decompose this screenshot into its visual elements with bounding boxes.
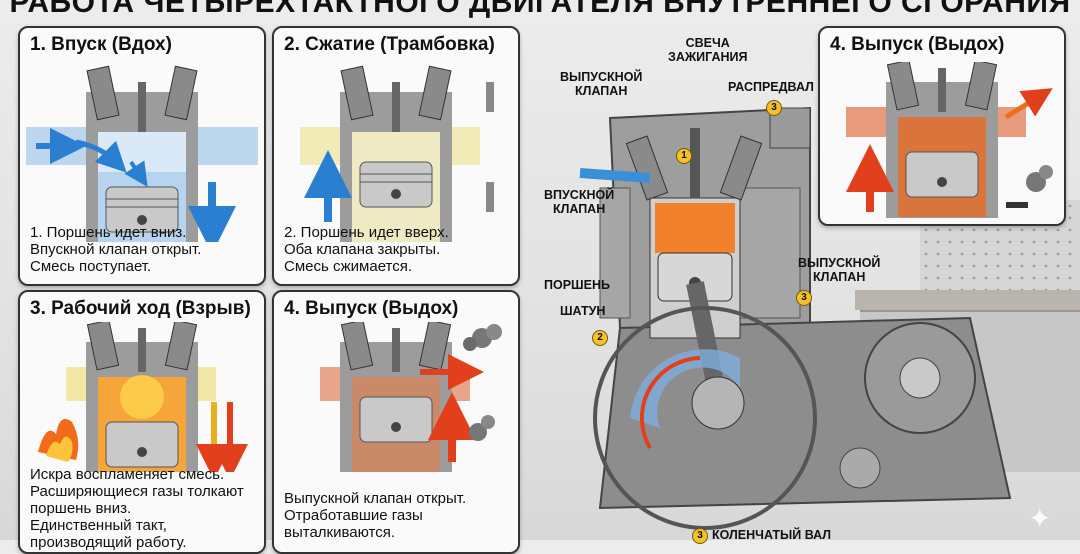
page-title: РАБОТА ЧЕТЫРЕХТАКТНОГО ДВИГАТЕЛЯ ВНУТРЕН…	[9, 0, 1071, 19]
intake-illustration	[26, 65, 258, 242]
desc-line: Искра воспламеняет смесь.	[30, 466, 225, 483]
desc-line: Единственный такт,	[30, 517, 167, 534]
exhaust-right-illustration	[846, 62, 1053, 218]
desc-line: Выпускной клапан открыт.	[284, 490, 467, 507]
label-crankshaft: КОЛЕНЧАТЫЙ ВАЛ	[712, 528, 832, 542]
desc-line: выталкиваются.	[284, 524, 396, 541]
panel-heading: 4. Выпуск (Выдох)	[830, 34, 1005, 55]
label-line: ВЫПУСКНОЙ	[798, 256, 881, 270]
label-camshaft: РАСПРЕДВАЛ	[728, 80, 814, 94]
panel-heading: 4. Выпуск (Выдох)	[284, 298, 459, 319]
label-connecting-rod: ШАТУН	[560, 304, 606, 318]
exhaust-illustration	[320, 322, 502, 472]
panel-heading: 3. Рабочий ход (Взрыв)	[30, 298, 251, 319]
panel-heading: 2. Сжатие (Трамбовка)	[284, 34, 495, 55]
label-exhaust-valve-left: ВЫПУСКНОЙ КЛАПАН	[560, 70, 642, 98]
marker-cam: 3	[766, 100, 782, 116]
label-line: ВЫПУСКНОЙ	[560, 70, 643, 84]
label-line: ВПУСКНОЙ	[544, 188, 615, 202]
label-line: КЛАПАН	[575, 84, 628, 98]
label-line: КЛАПАН	[813, 270, 866, 284]
marker-exhaust: 3	[796, 290, 812, 306]
label-line: КЛАПАН	[552, 202, 606, 216]
panel-description: 1. Поршень идет вниз. Впускной клапан от…	[30, 224, 201, 275]
label-line: СВЕЧА	[685, 36, 730, 50]
sparkle-icon: ✦	[1028, 503, 1052, 534]
label-line: ЗАЖИГАНИЯ	[668, 50, 748, 64]
desc-line: 2. Поршень идет вверх.	[284, 224, 449, 241]
desc-line: Впускной клапан открыт.	[30, 241, 202, 258]
desc-line: Смесь сжимается.	[284, 258, 413, 275]
panel-description: Выпускной клапан открыт. Отработавшие га…	[284, 490, 466, 541]
marker-spark: 1	[676, 148, 692, 164]
marker-rod: 2	[592, 330, 608, 346]
compression-illustration	[300, 65, 494, 242]
desc-line: Оба клапана закрыты.	[284, 241, 441, 258]
workbench-top	[855, 290, 1080, 310]
panel-description: Искра воспламеняет смесь. Расширяющиеся …	[30, 466, 244, 551]
label-spark-plug: СВЕЧА ЗАЖИГАНИЯ	[668, 36, 747, 64]
label-exhaust-valve-right: ВЫПУСКНОЙ КЛАПАН	[798, 256, 880, 284]
power-illustration	[38, 322, 248, 472]
panel-description: 2. Поршень идет вверх. Оба клапана закры…	[284, 224, 449, 275]
panel-heading: 1. Впуск (Вдох)	[30, 34, 172, 55]
desc-line: производящий работу.	[30, 534, 187, 551]
desc-line: Расширяющиеся газы толкают	[30, 483, 244, 500]
label-intake-valve: ВПУСКНОЙ КЛАПАН	[544, 188, 614, 216]
panel-compression: 2. Сжатие (Трамбовка) 2. Поршень идет вв…	[272, 26, 520, 286]
marker-crank: 3	[692, 528, 708, 544]
label-piston: ПОРШЕНЬ	[544, 278, 610, 292]
engine-cross-section	[579, 106, 1012, 530]
panel-power-stroke: 3. Рабочий ход (Взрыв) Искра воспламеняе…	[18, 290, 266, 554]
panel-intake: 1. Впуск (Вдох) 1. Поршень идет вниз. Вп…	[18, 26, 266, 286]
panel-exhaust-right: 4. Выпуск (Выдох)	[818, 26, 1066, 226]
desc-line: Отработавшие газы	[284, 507, 423, 524]
desc-line: поршень вниз.	[30, 500, 132, 517]
panel-exhaust: 4. Выпуск (Выдох) Выпускной клапан откры…	[272, 290, 520, 554]
desc-line: 1. Поршень идет вниз.	[30, 224, 187, 241]
desc-line: Смесь поступает.	[30, 258, 152, 275]
